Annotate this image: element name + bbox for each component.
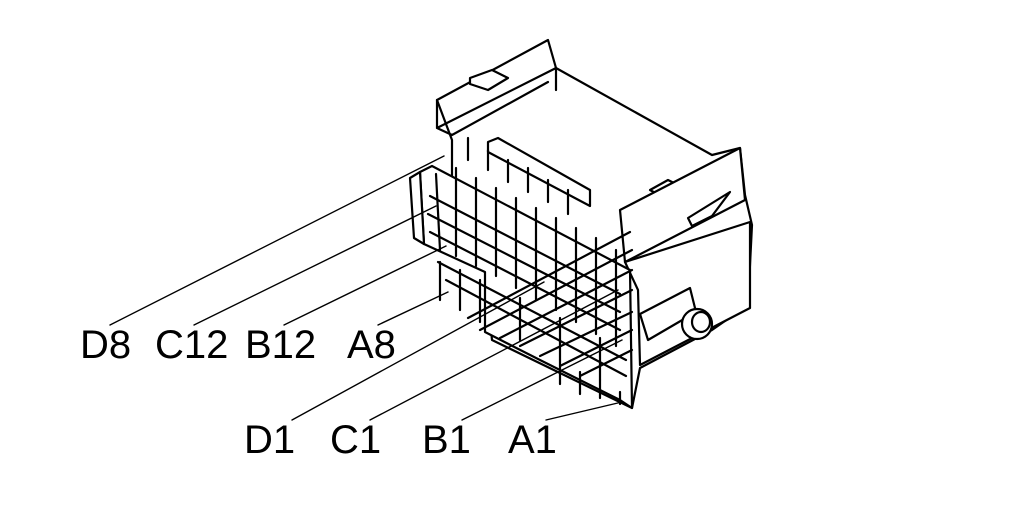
pin-label-c1: C1 — [330, 418, 381, 462]
housing-top-rim — [435, 66, 558, 137]
housing-right — [618, 146, 747, 264]
pin-label-a1: A1 — [508, 418, 557, 462]
pin-grid — [426, 136, 634, 406]
knob-cap-inner — [690, 310, 712, 334]
pin-label-c12: C12 — [155, 323, 228, 367]
pin-label-a8: A8 — [347, 323, 396, 367]
pin-label-b1: B1 — [422, 418, 471, 462]
side-latch — [686, 190, 732, 228]
pin-labels-lower: D1 C1 B1 A1 — [244, 418, 557, 462]
pin-label-d8: D8 — [80, 323, 131, 367]
pin-labels-upper: D8 C12 B12 A8 — [80, 323, 396, 367]
pin-label-d1: D1 — [244, 418, 295, 462]
pin-label-b12: B12 — [245, 323, 316, 367]
leader-lines — [109, 155, 623, 421]
top-latch-left — [468, 68, 510, 92]
